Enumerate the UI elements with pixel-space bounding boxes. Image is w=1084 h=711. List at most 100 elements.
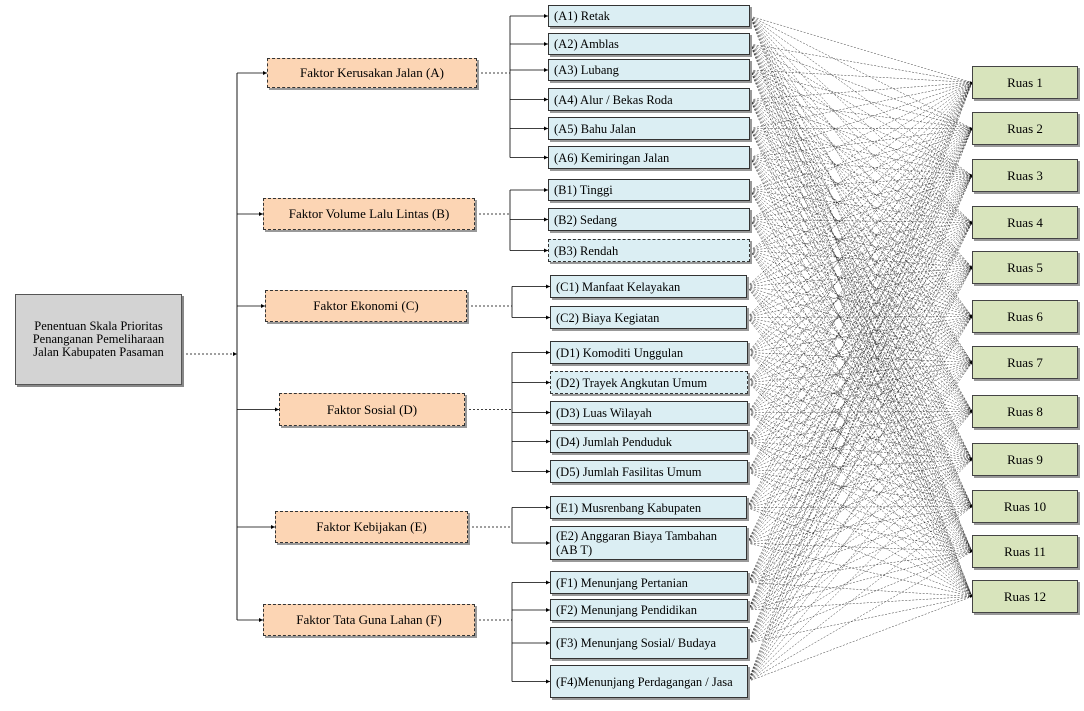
mesh-connector: [749, 81, 973, 100]
factor-box-label: Faktor Kebijakan (E): [316, 519, 427, 534]
mesh-connector: [749, 69, 973, 507]
mesh-connector: [746, 266, 973, 287]
mesh-connector: [747, 175, 973, 583]
mesh-connector: [747, 175, 973, 472]
alternative-box: Ruas 8: [972, 395, 1078, 428]
subcriterion-box-label: (F2) Menunjang Pendidikan: [556, 603, 697, 617]
mesh-connector: [749, 43, 973, 363]
subcriterion-box-label: (A1) Retak: [554, 9, 610, 23]
mesh-connector: [747, 267, 973, 611]
mesh-connector: [747, 459, 973, 682]
subcriterion-box-label: (D4) Jumlah Penduduk: [556, 434, 672, 449]
mesh-connector: [749, 82, 973, 220]
mesh-connector: [749, 69, 973, 597]
mesh-connector: [747, 551, 973, 611]
subcriterion-box: (E1) Musrenbang Kabupaten: [550, 496, 747, 519]
mesh-connector: [747, 471, 973, 508]
alternative-box: Ruas 10: [972, 490, 1078, 523]
mesh-connector: [747, 550, 973, 583]
mesh-connector: [747, 175, 973, 682]
subcriterion-box: (B3) Rendah: [548, 239, 750, 262]
mesh-connector: [749, 221, 973, 251]
mesh-connector: [749, 250, 973, 269]
mesh-connector: [746, 458, 973, 508]
subcriterion-box: (E2) Anggaran Biaya Tambahan (AB T): [550, 526, 747, 560]
subcriterion-box-label: (A5) Bahu Jalan: [554, 121, 636, 136]
mesh-connector: [746, 411, 973, 544]
alternative-box-label: Ruas 6: [1007, 308, 1043, 324]
mesh-connector: [749, 99, 973, 176]
mesh-connector: [747, 267, 973, 644]
mesh-connector: [747, 128, 973, 472]
alternative-box-label: Ruas 7: [1007, 354, 1043, 370]
mesh-connector: [749, 15, 973, 317]
subcriterion-box: (A5) Bahu Jalan: [548, 117, 750, 140]
mesh-connector: [746, 316, 973, 544]
mesh-connector: [749, 128, 973, 507]
mesh-connector: [747, 82, 973, 442]
subcriterion-box: (A1) Retak: [548, 5, 750, 27]
mesh-connector: [749, 69, 973, 84]
alternative-box: Ruas 5: [972, 251, 1078, 284]
mesh-connector: [747, 82, 973, 682]
factor-box: Faktor Kerusakan Jalan (A): [267, 58, 477, 88]
mesh-connector: [749, 128, 973, 552]
mesh-connector: [747, 362, 973, 442]
subcriterion-box-label: (A3) Lubang: [554, 63, 619, 77]
alternative-box-label: Ruas 3: [1007, 167, 1043, 183]
subcriterion-box-label: (A6) Kemiringan Jalan: [554, 150, 670, 165]
alternative-box: Ruas 9: [972, 443, 1078, 476]
mesh-connector: [749, 174, 973, 191]
factor-box: Faktor Volume Lalu Lintas (B): [263, 198, 475, 230]
subcriterion-box-label: (B2) Sedang: [554, 212, 617, 227]
subcriterion-box: (B2) Sedang: [548, 208, 750, 231]
mesh-connector: [747, 267, 973, 353]
subcriterion-box: (F4)Menunjang Perdagangan / Jasa: [550, 665, 748, 698]
mesh-connector: [749, 219, 973, 317]
subcriterion-box: (D4) Jumlah Penduduk: [550, 430, 748, 453]
subcriterion-box-label: (B1) Tinggi: [554, 183, 613, 197]
subcriterion-box-label: (D1) Komoditi Unggulan: [556, 345, 684, 360]
mesh-connector: [747, 82, 973, 583]
mesh-connector: [746, 286, 973, 412]
alternative-box: Ruas 1: [972, 66, 1078, 99]
mesh-connector: [747, 595, 973, 611]
subcriterion-box: (C2) Biaya Kegiatan: [550, 306, 747, 329]
alternative-box: Ruas 7: [972, 346, 1078, 379]
mesh-connector: [747, 411, 973, 472]
mesh-connector: [749, 69, 973, 317]
mesh-connector: [746, 222, 973, 508]
mesh-connector: [747, 82, 973, 611]
mesh-connector: [747, 128, 973, 682]
mesh-connector: [749, 99, 973, 223]
alternative-box: Ruas 2: [972, 112, 1078, 145]
subcriterion-box-label: (A2) Amblas: [554, 37, 619, 51]
mesh-connector: [747, 82, 973, 353]
mesh-connector: [747, 551, 973, 682]
alternative-box-label: Ruas 4: [1007, 214, 1043, 230]
subcriterion-box-label: (C1) Manfaat Kelayakan: [556, 279, 681, 294]
subcriterion-box: (A2) Amblas: [548, 33, 750, 55]
mesh-connector: [747, 82, 973, 383]
factor-box-label: Faktor Tata Guna Lahan (F): [296, 612, 442, 627]
mesh-connector: [747, 352, 973, 364]
alternative-box-label: Ruas 9: [1007, 451, 1043, 467]
mesh-connector: [749, 43, 973, 317]
mesh-connector: [747, 412, 973, 552]
mesh-connector: [747, 382, 973, 552]
factor-box: Faktor Sosial (D): [279, 393, 465, 426]
mesh-connector: [747, 412, 973, 461]
mesh-connector: [749, 15, 973, 268]
mesh-connector: [749, 189, 973, 507]
mesh-connector: [747, 411, 973, 583]
mesh-connector: [749, 128, 973, 268]
mesh-connector: [749, 128, 973, 251]
subcriterion-box: (A3) Lubang: [548, 59, 750, 81]
mesh-connector: [749, 128, 973, 317]
mesh-connector: [749, 189, 973, 363]
mesh-connector: [749, 219, 973, 597]
subcriterion-box: (D2) Trayek Angkutan Umum: [550, 371, 748, 394]
mesh-connector: [747, 267, 973, 682]
